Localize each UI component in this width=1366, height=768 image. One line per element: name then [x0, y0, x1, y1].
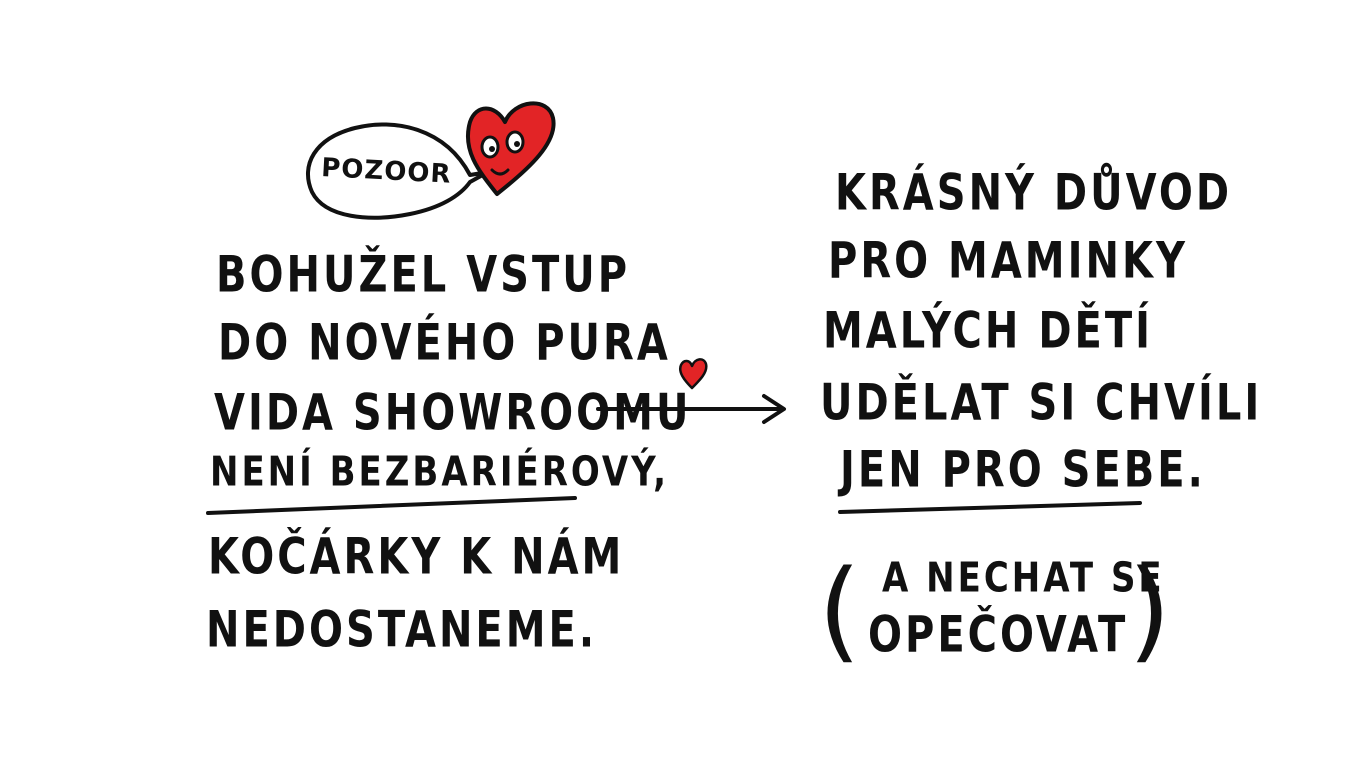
right-line-5: jen pro sebe.: [840, 441, 1206, 499]
right-line-2: pro maminky: [828, 232, 1188, 290]
aside-close-paren: ): [1128, 546, 1171, 674]
heart-character-icon: [465, 101, 556, 196]
left-line-3: Vida showroomu: [214, 384, 692, 442]
right-line-3: malých dětí: [823, 302, 1154, 360]
left-underline: [206, 496, 577, 515]
left-line-5: kočárky k nám: [208, 528, 625, 586]
left-line-1: Bohužel vstup: [216, 246, 631, 304]
aside-open-paren: (: [818, 546, 861, 674]
bubble-text: PoZoor: [320, 153, 453, 190]
right-underline: [838, 501, 1142, 514]
left-line-4: není bezbariérový,: [210, 448, 670, 497]
right-line-4: udělat si chvíli: [820, 374, 1263, 432]
aside-line-2: opečovat: [868, 606, 1129, 664]
right-line-1: Krásný důvod: [835, 164, 1233, 222]
left-line-2: do nového Pura: [218, 314, 671, 372]
aside-line-1: a nechat se: [882, 554, 1165, 603]
left-line-6: nedostaneme.: [206, 601, 598, 659]
